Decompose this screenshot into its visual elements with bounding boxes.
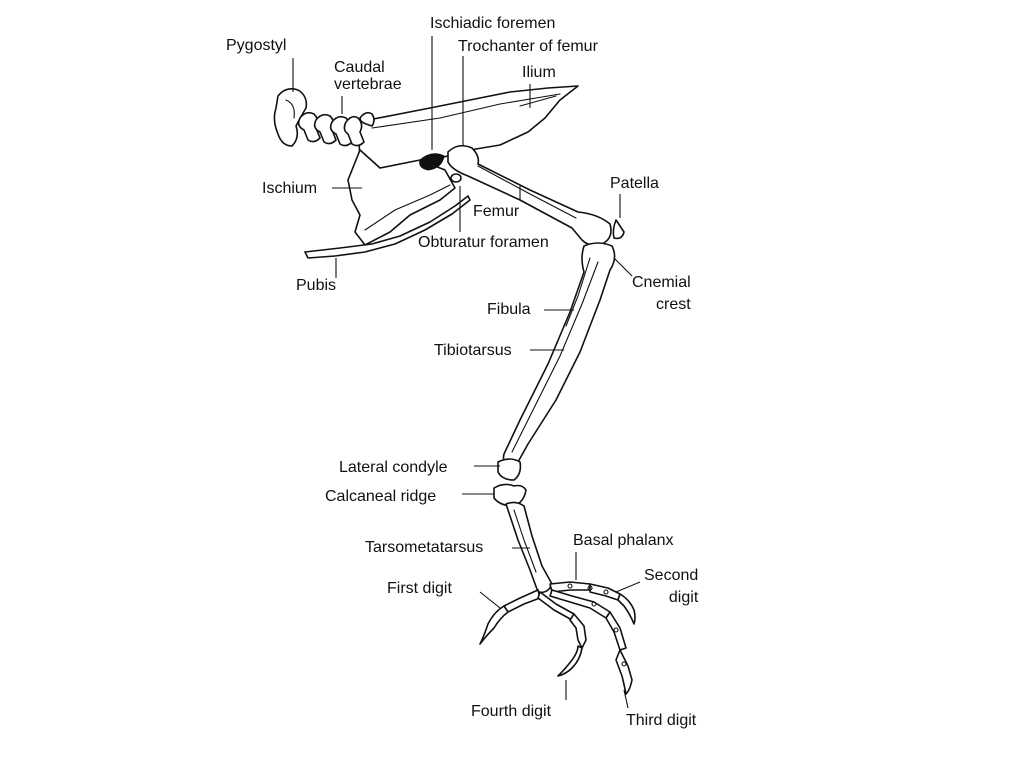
label-pygostyl: Pygostyl [226,37,287,54]
label-obturatur-foramen: Obturatur foramen [418,234,549,251]
label-calcaneal-ridge: Calcaneal ridge [325,488,437,505]
label-ischiadic-foremen: Ischiadic foremen [430,15,556,32]
label-ischium: Ischium [262,180,318,197]
third-digit-bones [549,589,633,695]
label-fourth-digit: Fourth digit [471,703,552,720]
label-fibula: Fibula [487,301,531,318]
patella-bone [612,219,625,240]
fourth-digit-bones [537,591,587,677]
label-basal-phalanx: Basal phalanx [573,532,674,549]
pubis-bone [304,195,471,259]
label-second-digit: Second digit [644,567,699,606]
second-digit-bones [549,581,636,625]
first-digit-bones [479,589,541,645]
caudal-vertebrae-bones [297,111,375,147]
label-tarsometatarsus: Tarsometatarsus [365,539,484,556]
leader-third-digit [623,689,629,709]
ischiadic-foramen [419,153,445,171]
label-femur: Femur [473,203,520,220]
label-cnemial-crest: Cnemial crest [632,274,691,313]
tarsometatarsus-bone [505,501,553,594]
label-trochanter-of-femur: Trochanter of femur [458,38,598,55]
label-third-digit: Third digit [626,712,697,729]
leader-cnemial [613,257,633,277]
label-ilium: Ilium [522,64,556,81]
label-pubis: Pubis [296,277,337,294]
femur-bone [447,144,612,247]
pygostyl-bone [273,88,308,147]
leader-first-digit [479,591,501,609]
fibula-bone [565,257,591,327]
label-patella: Patella [610,175,659,192]
obturator-foramen [450,173,462,183]
calcaneal-ridge [493,483,527,507]
label-caudal-vertebrae: Caudal vertebrae [334,59,402,93]
lateral-condyle [497,458,522,481]
leader-second-digit [615,581,641,593]
leader-lines [292,36,641,709]
label-first-digit: First digit [387,580,452,597]
label-tibiotarsus: Tibiotarsus [434,342,512,359]
label-lateral-condyle: Lateral condyle [339,459,448,476]
tibiotarsus-bone [502,242,616,469]
